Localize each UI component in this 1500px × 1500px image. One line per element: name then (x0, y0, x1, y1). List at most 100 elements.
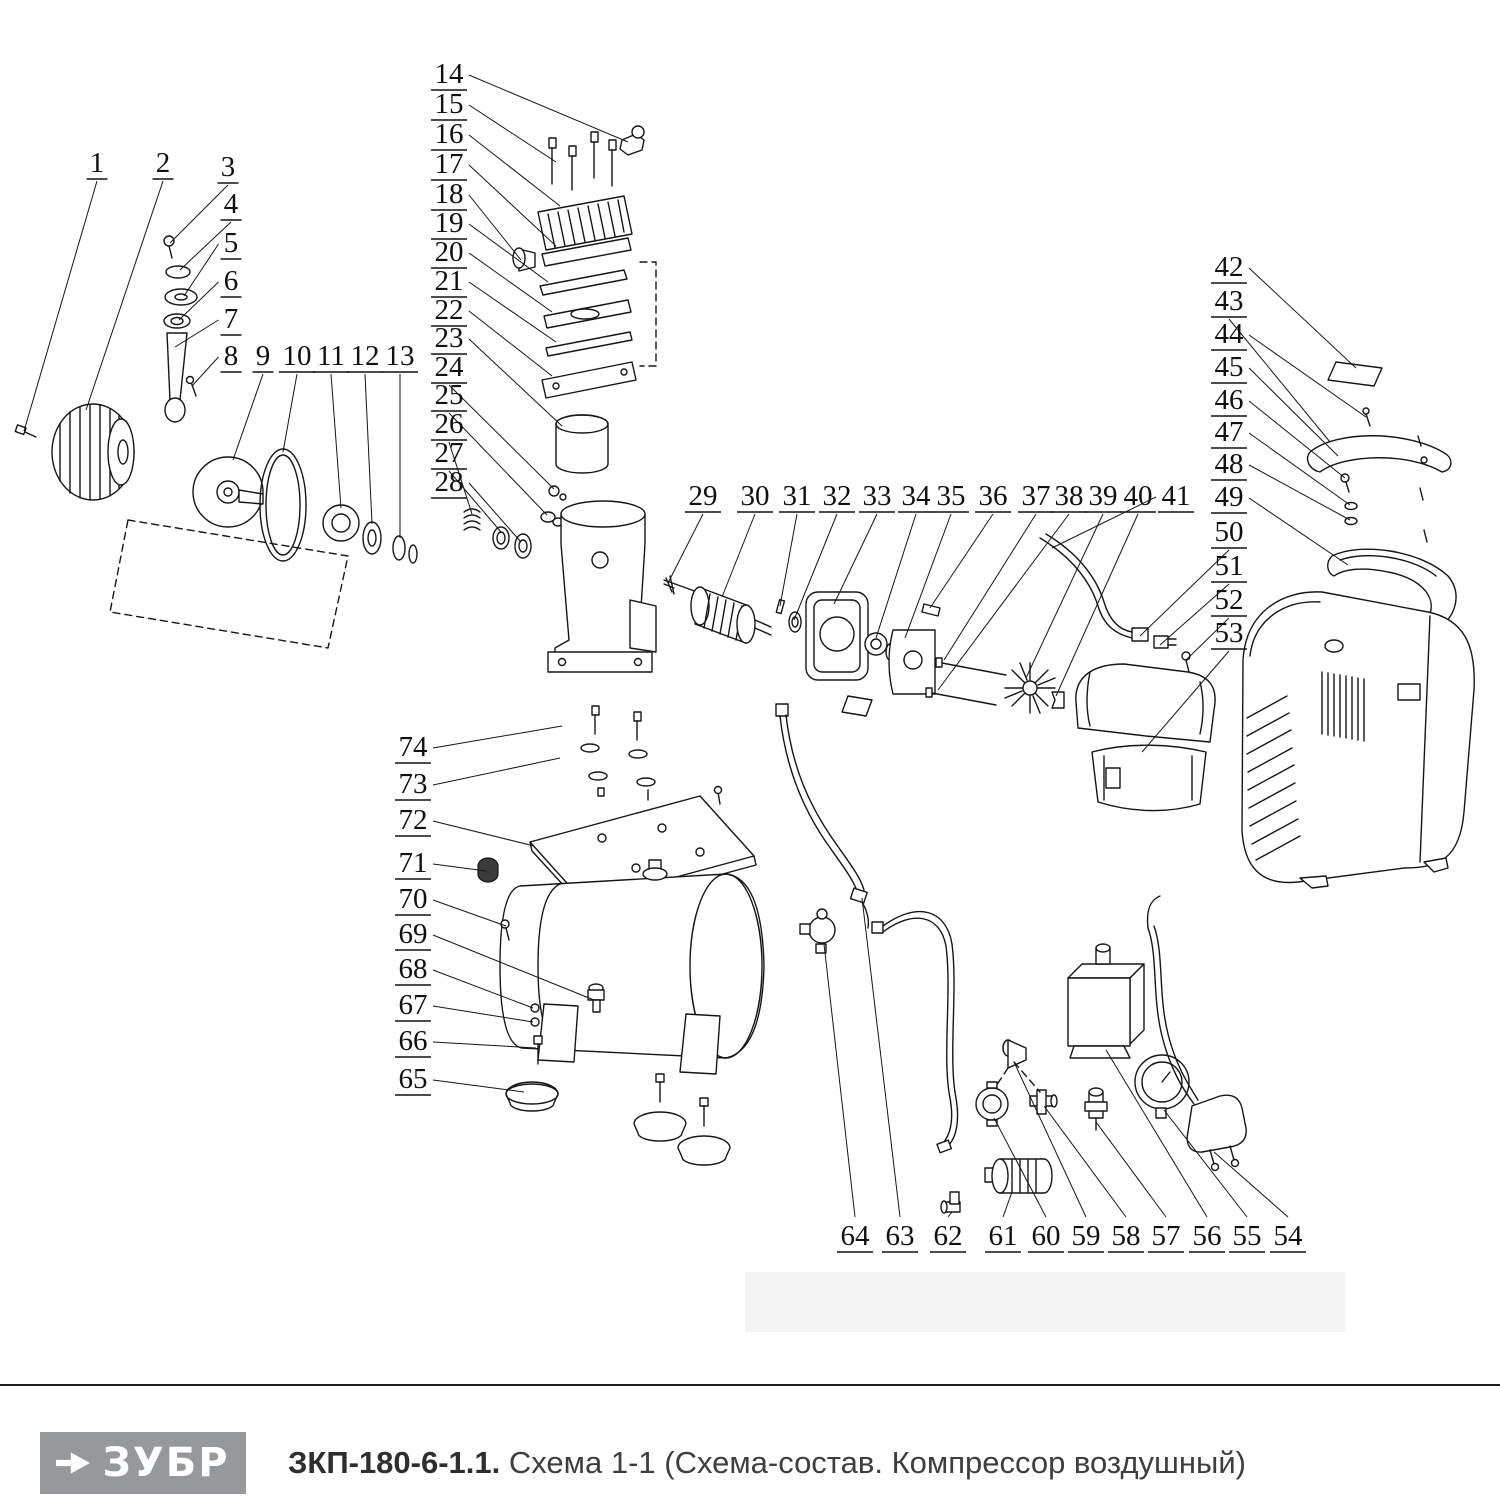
callout-26: 26 (431, 408, 473, 515)
conrod-assembly (163, 235, 198, 423)
callout-48: 48 (1211, 448, 1351, 521)
callout-11: 11 (313, 340, 349, 509)
callout-42: 42 (1211, 251, 1357, 369)
callout-leader-line (1105, 1049, 1208, 1218)
callout-33: 33 (833, 480, 895, 605)
cylinder-head-stack (512, 125, 657, 474)
callout-14: 14 (431, 58, 629, 143)
callout-leader-line (179, 221, 232, 271)
callout-number: 12 (351, 340, 380, 372)
dashed-bracket (639, 261, 657, 367)
shaft-key-washer (775, 598, 802, 633)
callout-49: 49 (1211, 481, 1349, 566)
crank-wheel (192, 456, 264, 528)
callout-leader-line (904, 513, 952, 639)
callout-leader-line (432, 757, 561, 786)
callout-6: 6 (178, 265, 242, 321)
callout-number: 72 (399, 804, 428, 836)
callout-leader-line (432, 934, 595, 1001)
footer: ЗУБР ЗКП-180-6-1.1. Схема 1-1 (Схема-сос… (0, 1384, 1500, 1494)
pressure-gauge (1134, 1054, 1190, 1119)
callout-number: 45 (1215, 351, 1244, 383)
callout-leader-line (23, 180, 98, 432)
callout-leader-line (779, 513, 798, 607)
watermark-band (745, 1272, 1345, 1332)
callout-4: 4 (179, 188, 242, 271)
callout-59: 59 (1013, 1061, 1104, 1253)
doc-subtitle: Схема 1-1 (Схема-состав. Компрессор возд… (500, 1445, 1246, 1480)
callout-number: 38 (1055, 480, 1084, 512)
callout-leader-line (183, 243, 219, 297)
callout-leader-line (468, 194, 522, 261)
callout-leader-line (667, 513, 704, 584)
callout-24: 24 (431, 351, 555, 490)
callout-leader-line (1248, 497, 1349, 566)
callout-leader-line (875, 513, 917, 639)
callout-leader-line (468, 104, 557, 163)
callout-73: 73 (395, 757, 561, 801)
callout-1: 1 (23, 147, 108, 432)
zubr-logo: ЗУБР (40, 1432, 246, 1494)
callout-leader-line (943, 513, 1037, 661)
callout-leader-line (1043, 1105, 1127, 1218)
callout-number: 66 (399, 1025, 428, 1057)
callout-number: 62 (934, 1220, 963, 1252)
callout-number: 32 (823, 480, 852, 512)
callout-leader-line (1248, 334, 1367, 418)
callout-52: 52 (1185, 584, 1247, 661)
callout-number: 53 (1215, 617, 1244, 649)
callout-5: 5 (183, 227, 242, 297)
callout-69: 69 (395, 918, 595, 1001)
relief-valve (1084, 1087, 1108, 1131)
callout-leader-line (468, 281, 557, 343)
callout-12: 12 (347, 340, 383, 525)
callout-leader-line (1248, 464, 1351, 521)
callout-number: 23 (435, 322, 464, 354)
callout-leader-line (1248, 367, 1339, 457)
callout-number: 25 (435, 379, 464, 411)
callout-leader-line (993, 1117, 1047, 1218)
callout-leader-line (330, 373, 342, 509)
callout-number: 48 (1215, 448, 1244, 480)
callout-37: 37 (943, 480, 1054, 661)
callout-number: 61 (989, 1220, 1018, 1252)
callout-number: 50 (1215, 516, 1244, 548)
callout-number: 74 (399, 731, 429, 763)
rotor (663, 575, 772, 644)
callout-68: 68 (395, 953, 534, 1009)
stator (805, 591, 869, 681)
power-cord-plug (1146, 895, 1247, 1172)
callout-15: 15 (431, 88, 557, 163)
callout-9: 9 (232, 340, 274, 461)
callout-number: 39 (1089, 480, 1118, 512)
callout-16: 16 (431, 118, 561, 207)
callout-number: 1 (90, 147, 105, 179)
callout-29: 29 (667, 480, 721, 584)
callout-leader-line (468, 482, 522, 543)
callout-leader-line (85, 180, 164, 411)
callout-number: 2 (156, 147, 171, 179)
callout-leader-line (169, 184, 229, 244)
callout-34: 34 (875, 480, 934, 639)
callout-leader-line (468, 223, 549, 283)
callout-leader-line (1051, 496, 1157, 549)
drain-fitting (587, 983, 605, 1013)
callout-leader-line (448, 441, 473, 515)
callout-18: 18 (431, 178, 522, 261)
callout-number: 34 (902, 480, 932, 512)
callout-number: 24 (435, 351, 465, 383)
callout-leader-line (468, 74, 629, 143)
callout-number: 60 (1032, 1220, 1061, 1252)
callout-number: 35 (937, 480, 966, 512)
callout-number: 71 (399, 847, 428, 879)
callout-leader-line (448, 470, 502, 533)
callout-number: 58 (1112, 1220, 1141, 1252)
callout-number: 41 (1162, 480, 1191, 512)
callout-leader-line (432, 1079, 525, 1093)
callout-number: 11 (317, 340, 345, 372)
callout-2: 2 (85, 147, 174, 411)
callout-leader-line (364, 373, 373, 525)
callout-leader-line (282, 373, 298, 453)
callout-leader-line (232, 373, 264, 461)
callout-number: 68 (399, 953, 428, 985)
